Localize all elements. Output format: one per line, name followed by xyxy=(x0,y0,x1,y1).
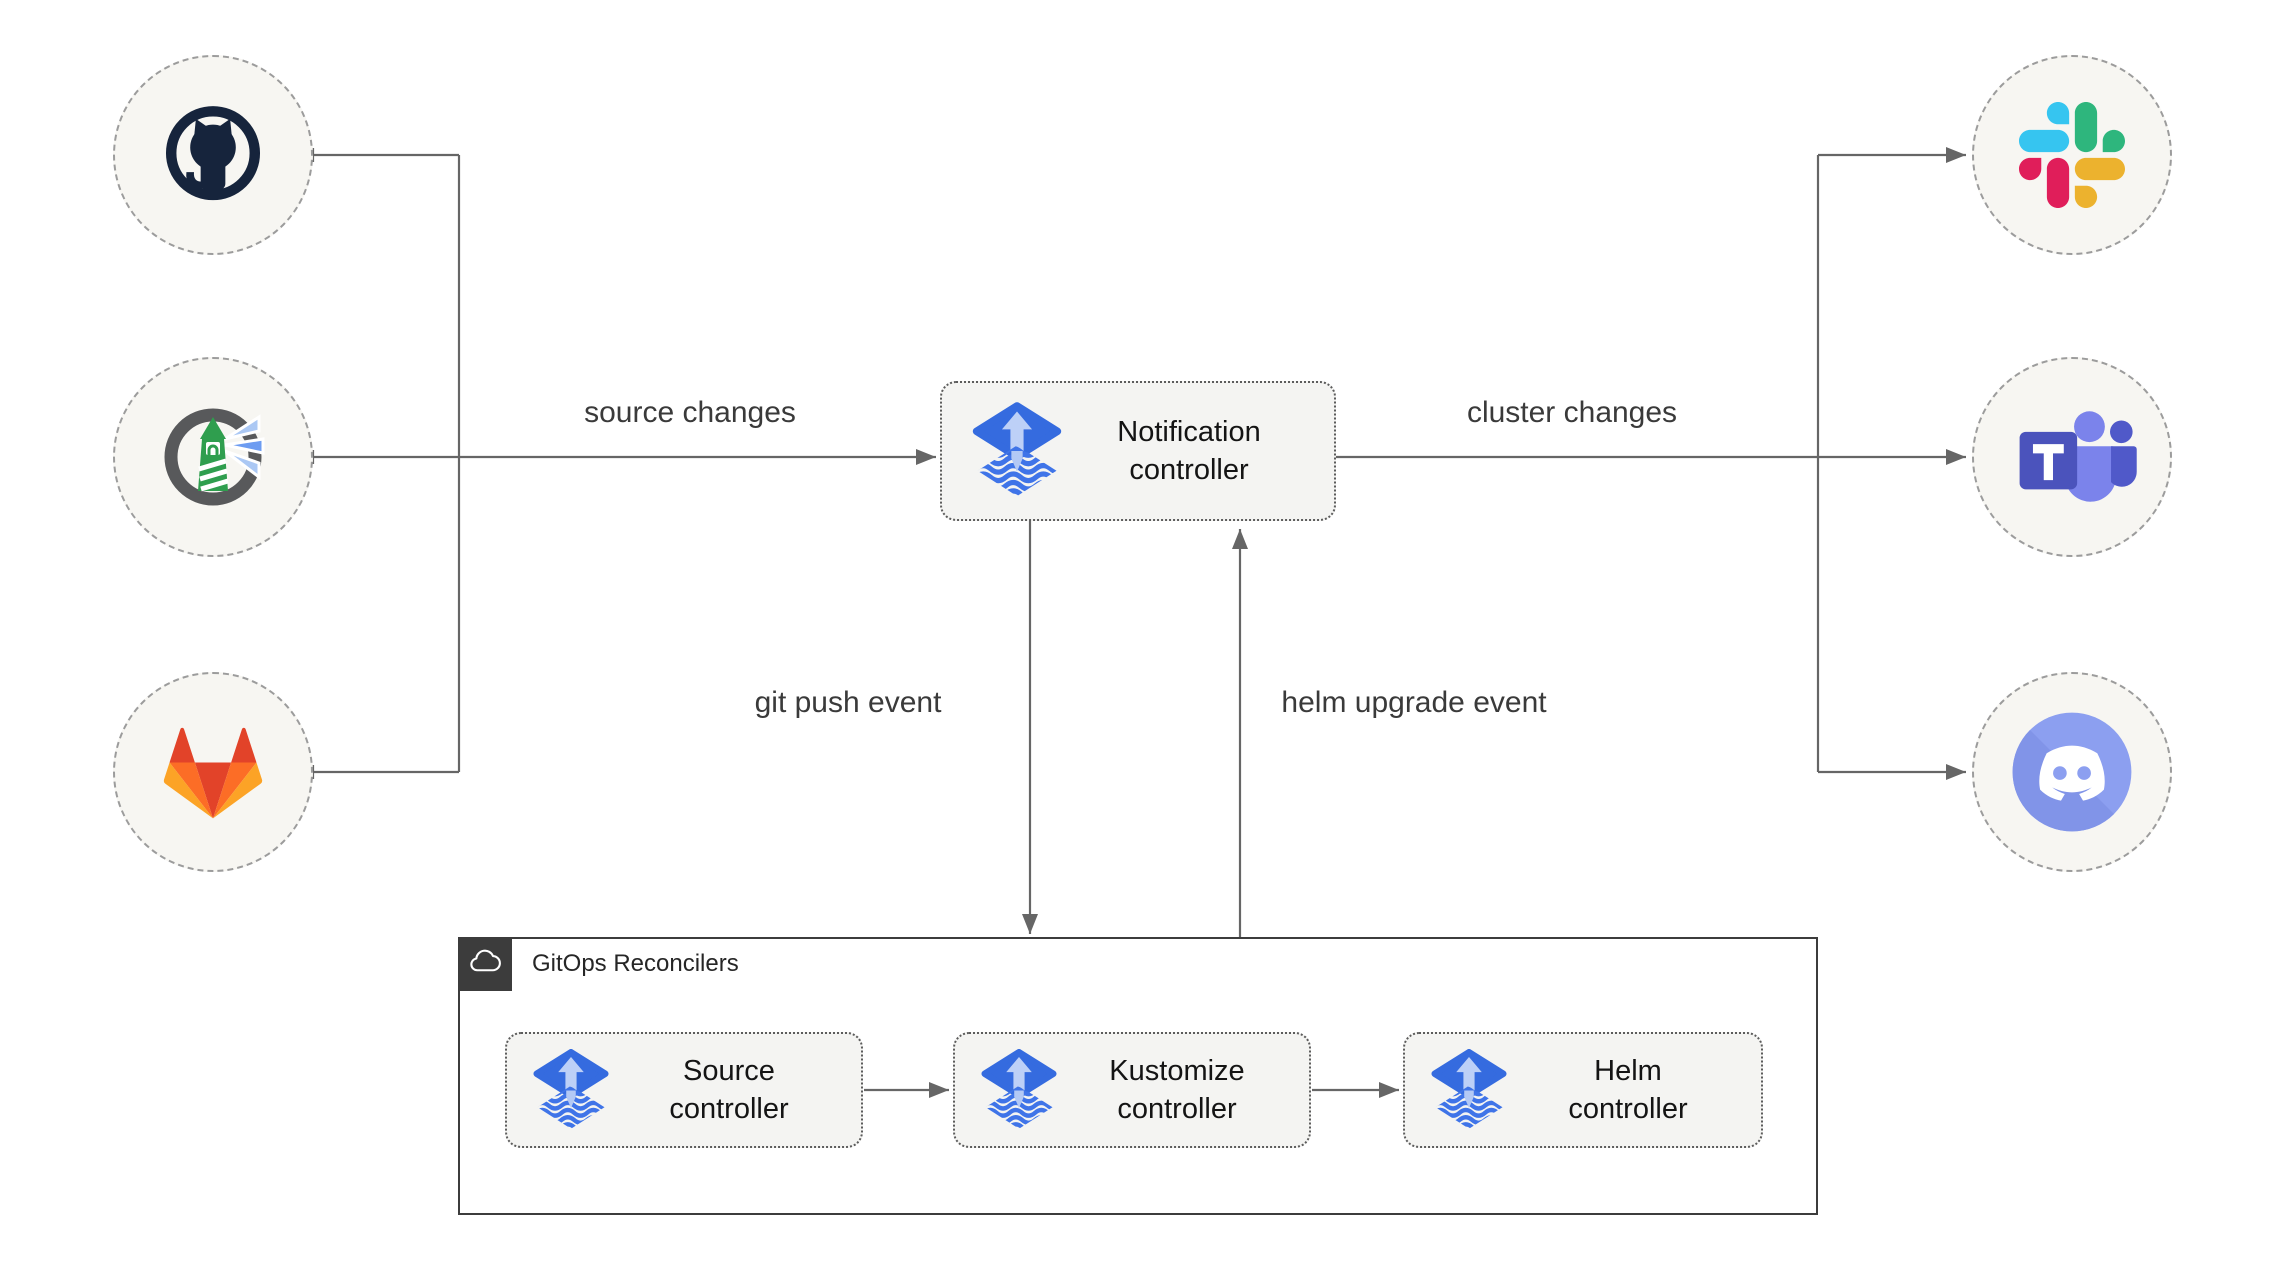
edge-label-helm-upgrade-event: helm upgrade event xyxy=(1281,686,1547,719)
target-node-discord xyxy=(1972,672,2172,872)
source-node-harbor xyxy=(113,357,313,557)
edges xyxy=(311,147,1966,1098)
node-label-line2: controller xyxy=(1129,454,1249,486)
gitops-reconcilers-group: GitOps Reconcilers xyxy=(458,937,1818,1215)
flux-icon xyxy=(531,1049,611,1132)
github-icon xyxy=(165,106,261,201)
target-node-slack xyxy=(1972,55,2172,255)
node-label-line1: Notification xyxy=(1117,416,1261,448)
edge-label-source-changes: source changes xyxy=(584,396,796,429)
flux-icon xyxy=(1429,1049,1509,1132)
gitops-group-header xyxy=(458,937,512,991)
source-controller-node: Source controller xyxy=(505,1032,863,1148)
gitops-group-title: GitOps Reconcilers xyxy=(532,950,739,977)
node-label-line2: controller xyxy=(1117,1093,1237,1125)
kustomize-controller-node: Kustomize controller xyxy=(953,1032,1311,1148)
kustomize-controller-label: Kustomize controller xyxy=(1059,1052,1295,1128)
source-node-gitlab xyxy=(113,672,313,872)
flux-icon xyxy=(979,1049,1059,1132)
node-label-line1: Source xyxy=(683,1055,775,1087)
target-node-teams xyxy=(1972,357,2172,557)
node-label-line2: controller xyxy=(1568,1093,1688,1125)
discord-icon xyxy=(2012,712,2132,832)
source-controller-label: Source controller xyxy=(611,1052,847,1128)
node-label-line2: controller xyxy=(669,1093,789,1125)
helm-controller-label: Helm controller xyxy=(1509,1052,1747,1128)
source-node-github xyxy=(113,55,313,255)
edge-label-git-push-event: git push event xyxy=(754,686,942,719)
harbor-icon xyxy=(164,408,265,506)
node-label-line1: Helm xyxy=(1594,1055,1662,1087)
notification-controller-label: Notification controller xyxy=(1064,413,1314,489)
slack-icon xyxy=(2019,102,2125,208)
gitlab-icon xyxy=(163,727,263,819)
node-label-line1: Kustomize xyxy=(1109,1055,1245,1087)
edge-label-cluster-changes: cluster changes xyxy=(1466,396,1678,429)
flux-icon xyxy=(970,402,1064,500)
helm-controller-node: Helm controller xyxy=(1403,1032,1763,1148)
notification-controller-node: Notification controller xyxy=(940,381,1336,521)
cloud-icon xyxy=(470,949,501,972)
teams-icon xyxy=(2019,410,2137,502)
